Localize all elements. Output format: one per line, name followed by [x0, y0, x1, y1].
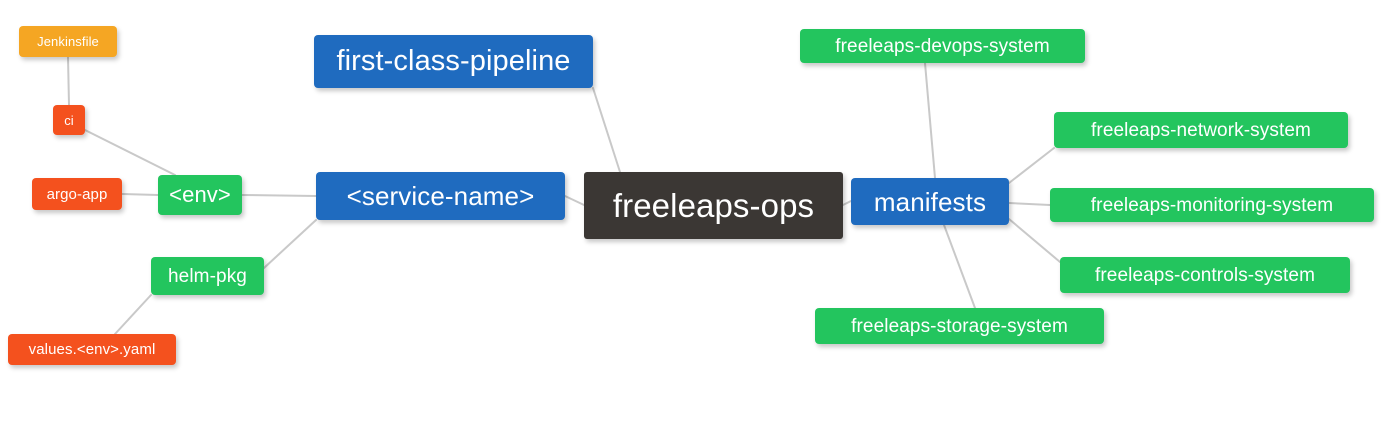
edge-service-to-env [241, 194, 317, 197]
edge-env-to-ci [84, 129, 176, 176]
node-argo[interactable]: argo-app [32, 178, 122, 210]
node-label-controls: freeleaps-controls-system [1094, 264, 1316, 286]
node-label-ci: ci [64, 112, 74, 128]
edge-manifests-to-controls [1008, 218, 1061, 263]
node-label-root: freeleaps-ops [612, 187, 815, 224]
node-label-jenkinsfile: Jenkinsfile [37, 34, 99, 49]
node-controls[interactable]: freeleaps-controls-system [1060, 257, 1350, 293]
node-env[interactable]: <env> [158, 175, 242, 215]
node-label-helm: helm-pkg [168, 265, 247, 287]
node-values[interactable]: values.<env>.yaml [8, 334, 176, 365]
node-helm[interactable]: helm-pkg [151, 257, 264, 295]
node-label-devops: freeleaps-devops-system [835, 35, 1050, 57]
edge-ci-to-jenkinsfile [67, 56, 70, 106]
node-jenkinsfile[interactable]: Jenkinsfile [19, 26, 117, 57]
edge-root-to-manifests [842, 200, 852, 206]
node-label-argo: argo-app [46, 185, 108, 203]
node-pipeline[interactable]: first-class-pipeline [314, 35, 593, 88]
edge-root-to-service [564, 195, 585, 206]
edge-service-to-helm [263, 219, 317, 269]
node-label-monitoring: freeleaps-monitoring-system [1090, 194, 1334, 216]
node-label-network: freeleaps-network-system [1091, 119, 1311, 141]
edge-manifests-to-devops [924, 62, 936, 179]
node-root[interactable]: freeleaps-ops [584, 172, 843, 239]
node-label-pipeline: first-class-pipeline [336, 45, 571, 77]
node-label-manifests: manifests [873, 186, 987, 217]
edge-env-to-argo [121, 193, 159, 196]
node-manifests[interactable]: manifests [851, 178, 1009, 225]
edge-service-to-pipeline [592, 87, 621, 173]
node-ci[interactable]: ci [53, 105, 85, 135]
node-label-service: <service-name> [346, 181, 535, 211]
node-devops[interactable]: freeleaps-devops-system [800, 29, 1085, 63]
node-label-storage: freeleaps-storage-system [851, 315, 1068, 337]
node-network[interactable]: freeleaps-network-system [1054, 112, 1348, 148]
edge-manifests-to-monitoring [1008, 202, 1051, 206]
node-label-env: <env> [169, 182, 231, 207]
edge-manifests-to-network [1008, 147, 1055, 184]
edge-manifests-to-storage [943, 224, 976, 309]
node-service[interactable]: <service-name> [316, 172, 565, 220]
node-label-values: values.<env>.yaml [28, 341, 156, 358]
node-storage[interactable]: freeleaps-storage-system [815, 308, 1104, 344]
edge-helm-to-values [114, 294, 152, 335]
node-monitoring[interactable]: freeleaps-monitoring-system [1050, 188, 1374, 222]
